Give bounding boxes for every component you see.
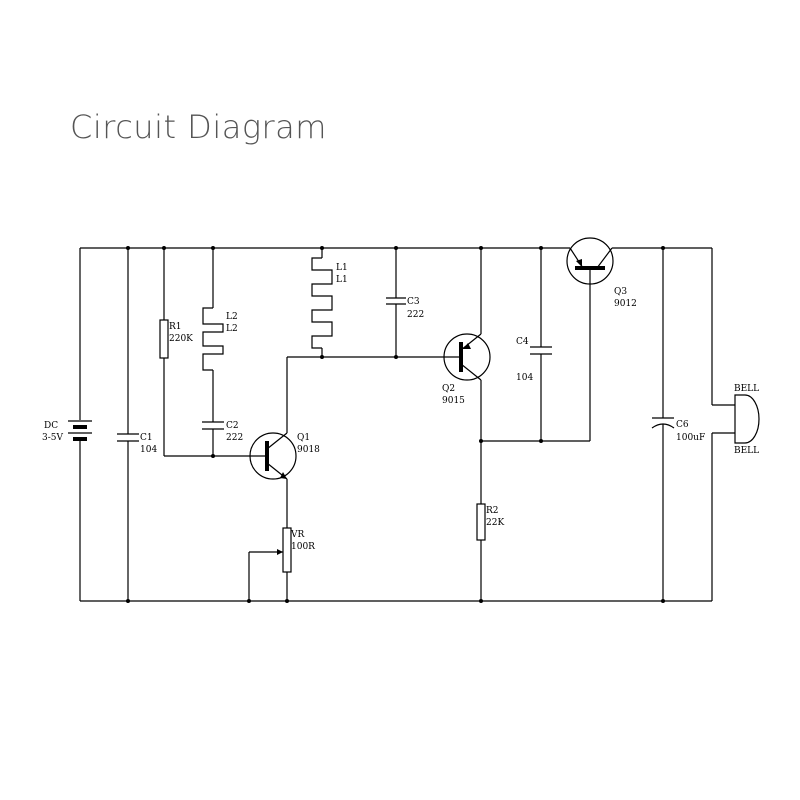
capacitor-c4: C4 104 [481,248,590,442]
c6-value: 100uF [676,433,705,443]
capacitor-c6: C6 100uF [651,248,705,601]
bell-label-top: BELL [734,384,759,394]
q3-label: Q3 [614,287,627,297]
c4-label: C4 [516,337,529,347]
bell-label-bottom: BELL [734,446,759,456]
vr-label: VR [290,530,304,540]
r2-label: R2 [486,506,499,516]
q1-value: 9018 [297,445,320,455]
c6-label: C6 [676,420,689,430]
c1-value: 104 [140,445,157,455]
transistor-q2: Q2 9015 [442,248,491,441]
q1-label: Q1 [297,433,310,443]
l1-label: L1 [336,263,348,273]
q2-value: 9015 [442,396,465,406]
c3-label: C3 [407,297,420,307]
r1-value: 220K [169,334,193,344]
c4-value: 104 [516,373,533,383]
inductor-l1: L1 L1 [311,248,348,357]
diagram-title: Circuit Diagram [70,108,327,146]
q2-label: Q2 [442,384,455,394]
capacitor-c2: C2 222 [202,421,243,456]
bell: BELL BELL [711,248,760,601]
l2-label-2: L2 [226,324,238,334]
c2-value: 222 [226,433,243,443]
junction-dots [126,246,665,603]
potentiometer-vr: VR 100R [248,527,315,601]
dc-label: DC [44,421,58,431]
r1-label: R1 [169,322,182,332]
r2-value: 22K [486,518,504,528]
resistor-r1: R1 220K [159,248,250,457]
l2-label: L2 [226,312,238,322]
vr-value: 100R [291,542,315,552]
c3-value: 222 [407,310,424,320]
transistor-q1: Q1 9018 [249,356,458,528]
capacitor-c1: C1 104 [117,248,157,601]
capacitor-c3: C3 222 [386,248,424,357]
c2-label: C2 [226,421,239,431]
q3-value: 9012 [614,299,637,309]
resistor-r2: R2 22K [476,441,504,601]
c1-label: C1 [140,433,153,443]
battery-dc: DC 3-5V [42,248,92,601]
inductor-l2: L2 L2 [202,248,238,422]
transistor-q3: Q3 9012 [566,237,637,441]
l1-label-2: L1 [336,275,348,285]
dc-value: 3-5V [42,433,63,443]
